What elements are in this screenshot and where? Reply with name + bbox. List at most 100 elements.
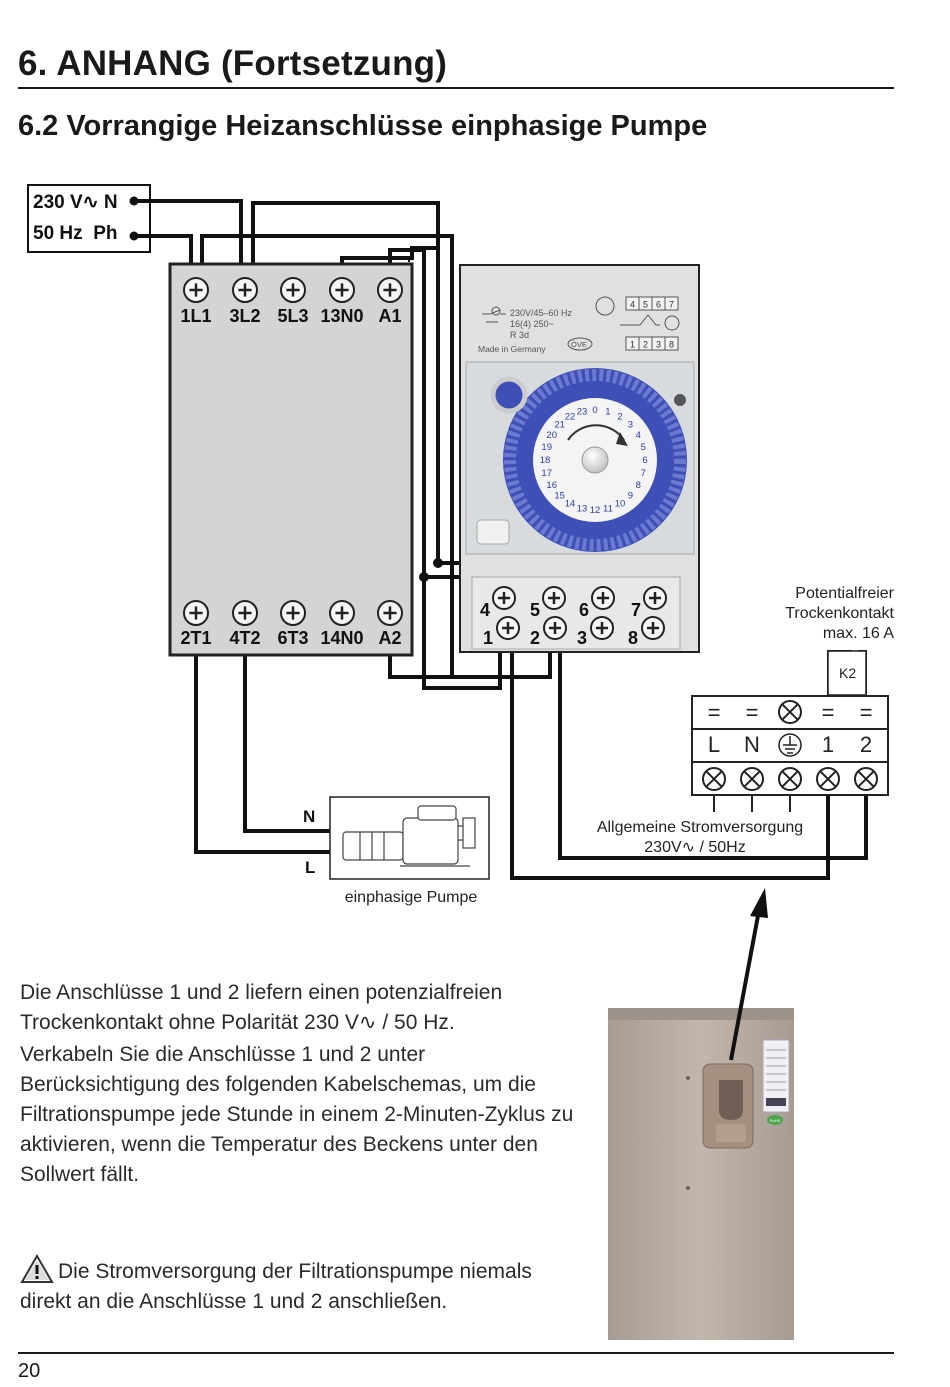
contactor-terminal-3l2 [232, 277, 258, 303]
schematic-number-bottom: 3 [656, 340, 661, 350]
terminal-block-screw-1 [740, 767, 764, 791]
timer-terminal-label-1: 1 [483, 628, 493, 648]
timer-dial-arrow-icon [567, 424, 625, 441]
timer-spec-block: 230V/45–60 Hz 16(4) 250~ R 3d Made in Ge… [478, 296, 680, 354]
terminal-block-label-2: 2 [860, 732, 872, 757]
terminal-block-screw-4 [854, 767, 878, 791]
section-title: 6.2 Vorrangige Heizanschlüsse einphasige… [18, 110, 708, 142]
symbol-motor-icon [491, 306, 501, 316]
page-title: 6. ANHANG (Fortsetzung) [18, 44, 448, 83]
contactor-label-5l3: 5L3 [277, 306, 308, 326]
symbol-switch-icon [482, 309, 506, 323]
contactor-terminal-a2 [377, 600, 403, 626]
contactor-label-6t3: 6T3 [277, 628, 308, 648]
timer-made-in: Made in Germany [478, 344, 546, 354]
terminal-block-ground-screw [778, 700, 802, 724]
timer-ove-text: ÖVE [571, 340, 587, 349]
terminal-block-symbol: = [746, 700, 759, 725]
rohs-badge-text: RoHS [770, 1118, 781, 1123]
pump-label-l: L [305, 858, 315, 877]
contactor-terminal-2t1 [183, 600, 209, 626]
contactor-terminal-5l3 [280, 277, 306, 303]
timer-terminal-5 [542, 586, 566, 610]
timer-schematic-motor-icon [664, 315, 680, 331]
timer-terminal-8 [641, 616, 665, 640]
dial-hour-number: 2 [617, 412, 622, 423]
paragraph-2: Verkabeln Sie die Anschlüsse 1 und 2 unt… [20, 1043, 574, 1186]
dial-hour-number: 4 [636, 430, 641, 441]
contactor-terminal-6t3 [280, 600, 306, 626]
pump-icon [342, 805, 476, 867]
timer-dial-arrowhead-icon [616, 432, 628, 446]
dry-contact-line3: max. 16 A [823, 625, 894, 642]
dry-contact-line2: Trockenkontakt [785, 605, 894, 622]
timer-terminal-1 [496, 616, 520, 640]
wire-l1-to-a2 [200, 234, 454, 679]
dial-hour-number: 12 [590, 505, 601, 516]
dial-hour-number: 20 [546, 430, 557, 441]
timer-dial-segment-ring [504, 369, 686, 551]
terminal-block-symbol: = [822, 700, 835, 725]
heat-pump-illustration: RoHS [608, 1008, 794, 1340]
dial-hour-number: 9 [628, 490, 633, 501]
terminal-block-legs [713, 795, 791, 812]
relay-k2-label: K2 [839, 665, 856, 681]
dial-hour-number: 7 [641, 468, 646, 479]
timer-terminal-7 [643, 586, 667, 610]
wire-13n0-to-timer [340, 246, 438, 264]
terminal-block-label-1: 1 [822, 732, 834, 757]
timer-terminal-label-6: 6 [579, 600, 589, 620]
dial-hour-number: 16 [546, 480, 557, 491]
title-rule [18, 87, 894, 89]
terminal-block-symbol: = [708, 700, 721, 725]
timer-dial-hub [581, 446, 609, 474]
dial-hour-number: 17 [541, 468, 552, 479]
warning-text: Die Stromversorgung der Filtrationspumpe… [20, 1260, 532, 1313]
supply-label-ph: 50 Hz Ph [33, 223, 117, 244]
pump-label-n: N [303, 807, 315, 826]
terminal-block-screw-2 [778, 767, 802, 791]
connection-arrow-line [729, 904, 762, 1061]
wire-pump-n [243, 655, 330, 833]
timer-switch: 230V/45–60 Hz 16(4) 250~ R 3d Made in Ge… [459, 264, 700, 653]
timer-slider[interactable] [476, 519, 510, 545]
contactor-terminal-14n0 [329, 600, 355, 626]
timer-override-knob[interactable] [490, 376, 528, 414]
timer-terminal-2 [543, 616, 567, 640]
supply-caption-1: Allgemeine Stromversorgung [597, 819, 803, 836]
contactor-label-4t2: 4T2 [229, 628, 260, 648]
contactor-terminal-13n0 [329, 277, 355, 303]
schematic-number-bottom: 8 [669, 340, 674, 350]
paragraph-1: Die Anschlüsse 1 und 2 liefern einen pot… [20, 981, 503, 1034]
connection-arrowhead-icon [750, 888, 768, 918]
supply-caption-2: 230V∿ / 50Hz [644, 839, 745, 856]
dry-contact-label: Potentialfreier Trockenkontakt max. 16 A [785, 585, 894, 642]
schematic-number-top: 4 [630, 300, 635, 310]
pump-caption: einphasige Pumpe [345, 889, 478, 906]
dial-hour-number: 8 [636, 480, 641, 491]
schematic-box-top [664, 296, 679, 311]
timer-terminal-label-4: 4 [480, 600, 490, 620]
contactor-label-a2: A2 [378, 628, 401, 648]
timer-terminal-6 [591, 586, 615, 610]
wire-to-terminal-2 [558, 642, 868, 860]
dial-hour-number: 18 [540, 455, 551, 466]
contactor-terminal-a1 [377, 277, 403, 303]
wire-supply-n [134, 199, 243, 264]
page-number: 20 [18, 1360, 41, 1382]
contactor-label-1l1: 1L1 [180, 306, 211, 326]
timer-spec-3: R 3d [510, 330, 529, 340]
contactor-label-13n0: 13N0 [320, 306, 363, 326]
dial-hour-number: 21 [554, 420, 565, 431]
timer-terminal-label-2: 2 [530, 628, 540, 648]
dial-hour-number: 0 [592, 405, 597, 416]
dry-contact-line1: Potentialfreier [795, 585, 894, 602]
dial-hour-number: 13 [577, 503, 588, 514]
dial-hour-number: 10 [615, 498, 626, 509]
